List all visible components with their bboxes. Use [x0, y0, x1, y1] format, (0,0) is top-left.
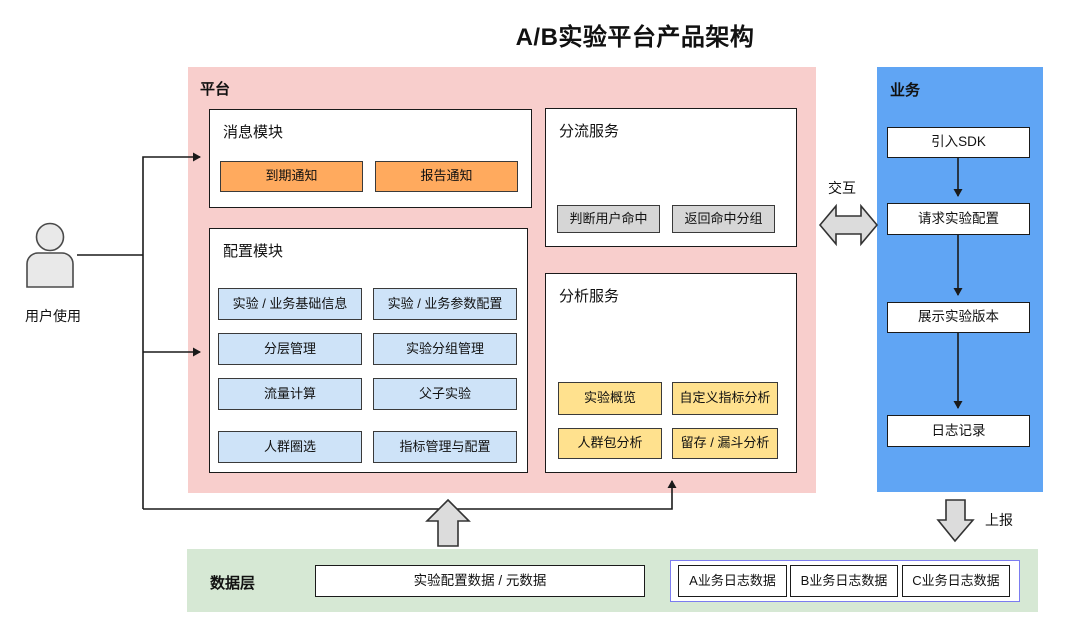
analysis-item-overview: 实验概览	[558, 382, 662, 415]
message-module: 消息模块	[209, 109, 532, 208]
data-to-platform-arrow-icon	[425, 498, 471, 547]
split-item-judge-hit: 判断用户命中	[557, 205, 660, 233]
analysis-item-retention-funnel: 留存 / 漏斗分析	[672, 428, 778, 459]
analysis-item-custom-metric: 自定义指标分析	[672, 382, 778, 415]
upload-arrow-icon	[936, 499, 975, 543]
analysis-item-audience-pkg: 人群包分析	[558, 428, 662, 459]
split-item-return-group: 返回命中分组	[672, 205, 775, 233]
config-item-group-mgmt: 实验分组管理	[373, 333, 517, 365]
config-item-traffic-calc: 流量计算	[218, 378, 362, 410]
actor-label: 用户使用	[25, 308, 81, 324]
business-step-show-version: 展示实验版本	[887, 302, 1030, 333]
config-item-audience: 人群圈选	[218, 431, 362, 463]
log-box-a: A业务日志数据	[678, 565, 787, 597]
analysis-service-title: 分析服务	[559, 288, 620, 305]
log-box-b: B业务日志数据	[790, 565, 898, 597]
config-item-metric-mgmt: 指标管理与配置	[373, 431, 517, 463]
interact-arrow-icon	[818, 203, 879, 247]
page-title: A/B实验平台产品架构	[515, 24, 755, 51]
message-item-report: 报告通知	[375, 161, 518, 192]
message-module-title: 消息模块	[223, 124, 284, 141]
user-icon	[26, 222, 74, 288]
message-item-expire: 到期通知	[220, 161, 363, 192]
business-step-logging: 日志记录	[887, 415, 1030, 447]
config-item-basic-info: 实验 / 业务基础信息	[218, 288, 362, 320]
interact-label: 交互	[828, 180, 856, 196]
data-layer-label: 数据层	[210, 575, 256, 592]
config-item-param-config: 实验 / 业务参数配置	[373, 288, 517, 320]
config-item-parent-child: 父子实验	[373, 378, 517, 410]
report-label: 上报	[985, 512, 1013, 528]
log-box-c: C业务日志数据	[902, 565, 1010, 597]
config-item-layer-mgmt: 分层管理	[218, 333, 362, 365]
platform-label: 平台	[200, 81, 231, 98]
config-data-store: 实验配置数据 / 元数据	[315, 565, 645, 597]
business-label: 业务	[890, 82, 921, 99]
split-service-title: 分流服务	[559, 123, 620, 140]
config-module-title: 配置模块	[223, 243, 284, 260]
business-step-sdk: 引入SDK	[887, 127, 1030, 158]
business-step-request-config: 请求实验配置	[887, 203, 1030, 235]
